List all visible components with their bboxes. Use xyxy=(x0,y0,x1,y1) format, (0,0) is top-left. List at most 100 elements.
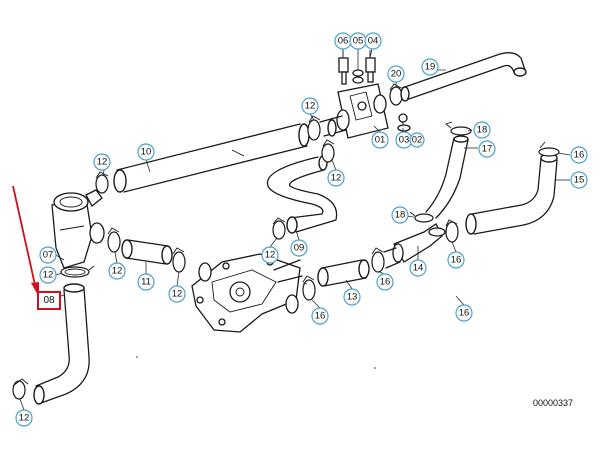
hose-08[interactable] xyxy=(33,283,90,405)
hose-10[interactable] xyxy=(113,123,310,193)
svg-text:16: 16 xyxy=(380,277,391,288)
svg-text:16: 16 xyxy=(315,311,326,322)
callout-12-left-top[interactable]: 12 xyxy=(93,153,111,171)
callout-13[interactable]: 13 xyxy=(343,288,361,306)
svg-text:12: 12 xyxy=(331,173,342,184)
svg-text:12: 12 xyxy=(43,270,54,281)
callout-16-lower-right[interactable]: 16 xyxy=(455,304,473,322)
callout-12-mid[interactable]: 12 xyxy=(261,246,279,264)
svg-text:19: 19 xyxy=(425,62,436,73)
callout-12-housing[interactable]: 12 xyxy=(39,266,57,284)
svg-text:06: 06 xyxy=(338,36,349,47)
svg-text:16: 16 xyxy=(459,308,470,319)
callout-09[interactable]: 09 xyxy=(290,239,308,257)
svg-text:12: 12 xyxy=(19,413,30,424)
svg-text:01: 01 xyxy=(375,135,386,146)
svg-text:18: 18 xyxy=(477,125,488,136)
sensor-block-01[interactable] xyxy=(336,83,389,139)
pump-outlet-pipe[interactable] xyxy=(273,259,303,283)
callout-17[interactable]: 17 xyxy=(478,140,496,158)
svg-text:12: 12 xyxy=(305,101,316,112)
sensor-06[interactable] xyxy=(338,50,349,85)
svg-text:18: 18 xyxy=(395,210,406,221)
connector-pipe[interactable] xyxy=(319,115,347,137)
svg-text:12: 12 xyxy=(265,250,276,261)
highlight-arrow xyxy=(12,185,39,297)
callout-12-hose11-left[interactable]: 12 xyxy=(108,262,126,280)
clamp-12-housing-top[interactable] xyxy=(95,171,109,194)
callout-02[interactable]: 02 xyxy=(409,132,425,148)
callout-07[interactable]: 07 xyxy=(39,246,57,264)
clamp-18-lower[interactable] xyxy=(409,211,434,223)
hose-17[interactable] xyxy=(425,135,469,219)
callout-15[interactable]: 15 xyxy=(570,171,588,189)
callout-11[interactable]: 11 xyxy=(137,273,155,291)
diagram-code: 00000337 xyxy=(533,398,574,408)
clamp-12-bottom[interactable] xyxy=(12,378,29,400)
sensor-04[interactable] xyxy=(365,50,376,83)
t-piece-14[interactable] xyxy=(392,223,446,263)
callout-12-hose11-right[interactable]: 12 xyxy=(168,285,186,303)
callout-16-right[interactable]: 16 xyxy=(447,251,465,269)
callout-20[interactable]: 20 xyxy=(387,65,405,83)
hose-11[interactable] xyxy=(121,239,173,265)
callout-12-top[interactable]: 12 xyxy=(301,97,319,115)
thermostat-housing-07[interactable] xyxy=(51,189,105,269)
callout-18-top[interactable]: 18 xyxy=(473,121,491,139)
svg-text:08: 08 xyxy=(43,295,55,306)
svg-text:13: 13 xyxy=(347,292,358,303)
gasket-02[interactable] xyxy=(397,124,411,132)
callout-01[interactable]: 01 xyxy=(371,131,389,149)
water-pump[interactable] xyxy=(191,253,301,333)
callout-04[interactable]: 04 xyxy=(364,32,382,50)
svg-text:07: 07 xyxy=(43,250,54,261)
svg-text:05: 05 xyxy=(353,36,364,47)
callout-12-bottom[interactable]: 12 xyxy=(15,409,33,427)
callout-16-top-right[interactable]: 16 xyxy=(570,146,588,164)
connector-14-13[interactable] xyxy=(383,247,401,269)
callout-10[interactable]: 10 xyxy=(137,143,155,161)
svg-text:20: 20 xyxy=(391,69,402,80)
seal-05[interactable] xyxy=(352,69,364,84)
callout-16-pump[interactable]: 16 xyxy=(311,307,329,325)
svg-text:11: 11 xyxy=(141,277,151,288)
svg-text:03: 03 xyxy=(399,135,410,146)
clamp-12-hose11-right[interactable] xyxy=(172,247,186,273)
callout-12-hose09-top[interactable]: 12 xyxy=(327,169,345,187)
hose-15[interactable] xyxy=(465,153,558,235)
svg-text:10: 10 xyxy=(141,147,152,158)
clamp-18-top[interactable] xyxy=(445,121,472,136)
svg-text:09: 09 xyxy=(294,243,305,254)
clamp-12-housing[interactable] xyxy=(60,265,95,278)
svg-text:04: 04 xyxy=(368,36,379,47)
svg-text:12: 12 xyxy=(97,157,108,168)
svg-text:14: 14 xyxy=(413,263,424,274)
clamp-12-pump[interactable] xyxy=(302,275,316,301)
callout-18-lower[interactable]: 18 xyxy=(391,206,409,224)
callout-14[interactable]: 14 xyxy=(409,259,427,277)
svg-text:16: 16 xyxy=(451,255,462,266)
hose-13[interactable] xyxy=(317,259,370,287)
svg-text:02: 02 xyxy=(412,135,423,146)
clamp-12-hose11-left[interactable] xyxy=(107,227,121,253)
hose-09[interactable] xyxy=(266,155,338,234)
clamp-16-hose13[interactable] xyxy=(371,247,385,273)
clamp-16-top-right[interactable] xyxy=(538,141,560,157)
svg-text:16: 16 xyxy=(574,150,585,161)
svg-text:17: 17 xyxy=(482,144,493,155)
svg-text:12: 12 xyxy=(172,289,183,300)
hose-19[interactable] xyxy=(400,52,527,102)
clamp-12-hose09-top[interactable] xyxy=(321,139,335,163)
clamp-16-right[interactable] xyxy=(445,219,459,243)
svg-text:15: 15 xyxy=(574,175,585,186)
callout-06[interactable]: 06 xyxy=(334,32,352,50)
svg-text:12: 12 xyxy=(112,266,123,277)
callout-19[interactable]: 19 xyxy=(421,58,439,76)
callout-05[interactable]: 05 xyxy=(349,32,367,50)
clamp-12-hose09[interactable] xyxy=(272,217,286,240)
callout-16-hose13[interactable]: 16 xyxy=(376,273,394,291)
callout-08-highlighted[interactable]: 08 xyxy=(37,291,61,310)
screw-03[interactable] xyxy=(398,113,408,128)
